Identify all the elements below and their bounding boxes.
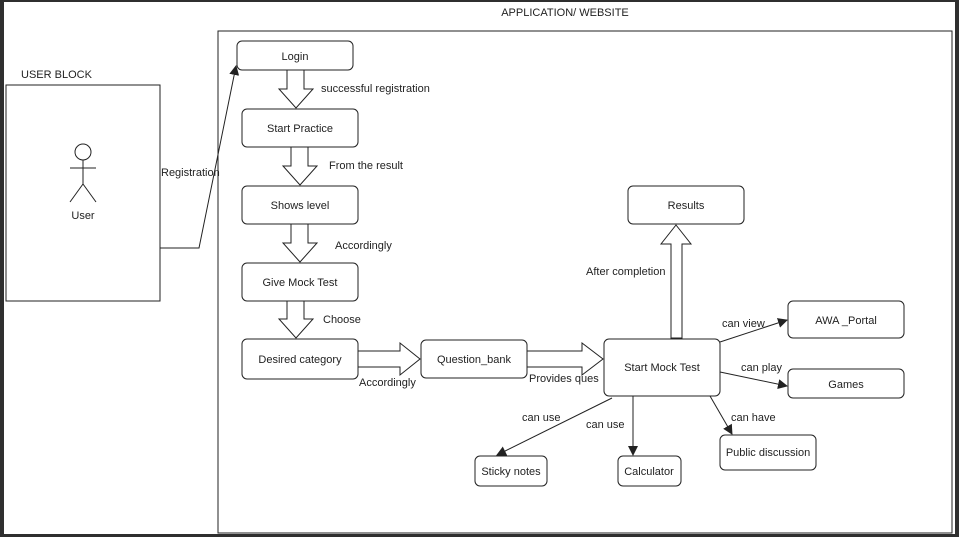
label-can-view: can view [722,318,765,330]
node-login: Login [236,40,354,71]
block-arrow-mocktest-to-category [277,300,315,339]
label-can-use-sticky: can use [522,412,561,424]
block-arrow-bank-to-mocktest [526,341,604,377]
block-arrow-category-to-bank [357,341,421,377]
node-games: Games [787,368,905,399]
label-provides-ques: Provides ques [529,373,599,385]
node-shows-level: Shows level [241,185,359,225]
node-results: Results [627,185,745,225]
svg-text:Sticky notes: Sticky notes [481,466,541,478]
window-frame-bottom [0,534,959,537]
edge-can-use-sticky [496,397,613,456]
label-can-have: can have [731,412,776,424]
node-question-bank: Question_bank [420,339,528,379]
block-arrow-level-to-mocktest [281,223,319,263]
window-frame-left [0,0,4,537]
svg-text:Games: Games [828,379,864,391]
block-arrow-login-to-practice [277,69,315,109]
svg-text:Shows level: Shows level [271,200,330,212]
svg-text:Desired category: Desired category [258,354,342,366]
svg-text:Results: Results [668,200,705,212]
node-calculator: Calculator [617,455,682,487]
edge-can-play [719,371,788,390]
svg-text:Login: Login [282,51,309,63]
node-start-practice: Start Practice [241,108,359,148]
svg-text:AWA _Portal: AWA _Portal [815,315,877,327]
application-boundary [217,30,953,534]
svg-text:Give Mock Test: Give Mock Test [263,277,338,289]
registration-label: Registration [161,167,220,179]
registration-connector [160,65,240,249]
svg-text:Calculator: Calculator [624,466,674,478]
label-can-use-calculator: can use [586,419,625,431]
node-sticky-notes: Sticky notes [474,455,548,487]
user-block [5,84,161,302]
label-accordingly-2: Accordingly [359,377,416,389]
node-awa-portal: AWA _Portal [787,300,905,339]
block-arrow-practice-to-level [281,146,319,186]
svg-text:Question_bank: Question_bank [437,354,511,366]
edge-can-view [719,318,788,343]
svg-text:Start Practice: Start Practice [267,123,333,135]
user-actor-label: User [71,210,95,222]
svg-text:Public discussion: Public discussion [726,447,810,459]
label-from-the-result: From the result [329,160,403,172]
user-actor-icon [69,143,97,203]
label-can-play: can play [741,362,782,374]
label-choose: Choose [323,314,361,326]
diagram-title: APPLICATION/ WEBSITE [501,7,629,19]
node-desired-category: Desired category [241,338,359,380]
user-block-label: USER BLOCK [21,69,93,81]
node-start-mock-test: Start Mock Test [603,338,721,397]
node-give-mock-test: Give Mock Test [241,262,359,302]
label-after-completion: After completion [586,266,665,278]
edge-can-have [709,395,733,435]
node-public-discussion: Public discussion [719,434,817,471]
label-accordingly-1: Accordingly [335,240,392,252]
window-frame-top [0,0,959,2]
window-frame-right [955,0,959,537]
block-arrow-mocktest-to-results [659,224,693,339]
label-successful-registration: successful registration [321,83,430,95]
svg-text:Start Mock Test: Start Mock Test [624,362,700,374]
